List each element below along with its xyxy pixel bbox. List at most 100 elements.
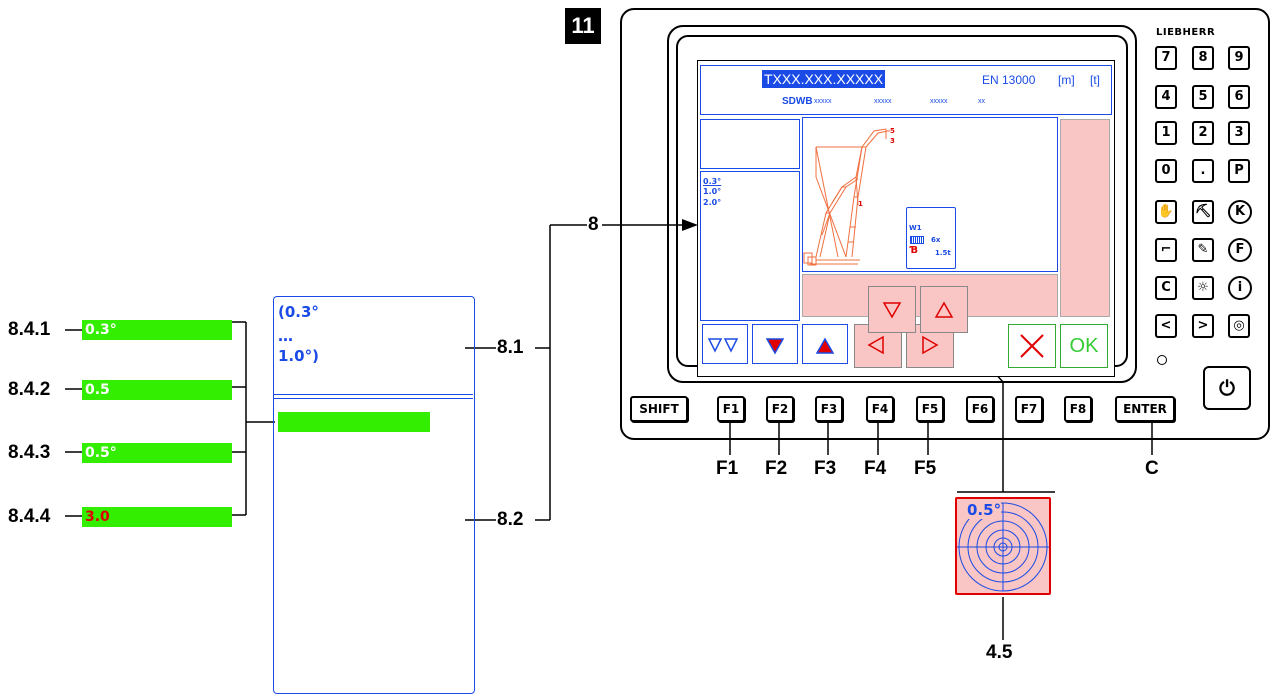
control-unit — [620, 8, 1270, 440]
hook-icon: Ɓ — [910, 245, 919, 256]
side-label-2: 8.4.2 — [8, 379, 51, 400]
screen-bezel — [667, 25, 1137, 383]
winch-reeving: 6x — [931, 236, 941, 244]
detail-line-2: … — [278, 327, 293, 345]
key-c-label: C — [1161, 280, 1171, 295]
screen-sub-value-4: xx — [978, 98, 985, 105]
key-gauge-icon[interactable]: ⌐ — [1155, 238, 1177, 262]
key-1[interactable]: 1 — [1155, 121, 1177, 145]
side-label-3: 8.4.3 — [8, 442, 51, 463]
key-k[interactable]: K — [1228, 200, 1252, 224]
detail-divider — [274, 394, 473, 395]
detail-divider-2 — [274, 398, 473, 399]
key-right-arrow-icon[interactable]: > — [1192, 314, 1214, 338]
ok-button[interactable]: OK — [1060, 324, 1108, 368]
callout-c: C — [1145, 458, 1159, 479]
close-icon — [1020, 334, 1044, 358]
figure-number: 11 — [565, 8, 601, 44]
enter-key[interactable]: ENTER — [1115, 396, 1175, 422]
key-excavator-icon[interactable]: ⛏ — [1192, 200, 1214, 224]
up-arrow-icon — [815, 337, 835, 354]
crane-marker-5: 5 — [890, 127, 895, 135]
level-indicator: 0.5° — [955, 497, 1051, 595]
key-hand-icon[interactable]: ✋ — [1155, 200, 1177, 224]
crane-view-panel — [802, 117, 1058, 272]
key-info-label: i — [1237, 280, 1243, 295]
key-5[interactable]: 5 — [1192, 85, 1214, 109]
key-p[interactable]: P — [1228, 159, 1250, 183]
side-value-3: 0.5° — [82, 443, 232, 463]
key-3[interactable]: 3 — [1228, 121, 1250, 145]
key-4[interactable]: 4 — [1155, 85, 1177, 109]
key-f-label: F — [1235, 242, 1245, 257]
f5-key[interactable]: F5 — [916, 396, 944, 422]
detail-line-3: 1.0°) — [278, 347, 319, 365]
side-value-4: 3.0 — [82, 507, 232, 527]
callout-f1: F1 — [716, 458, 739, 479]
winch-name: W1 — [909, 224, 922, 232]
crane-marker-3: 3 — [890, 137, 895, 145]
key-7[interactable]: 7 — [1155, 46, 1177, 70]
crane-drawing: 5 3 1 — [803, 127, 895, 266]
power-button[interactable]: ⏻ — [1203, 366, 1251, 410]
brand-logo: LIEBHERR — [1156, 27, 1216, 38]
key-pen-icon[interactable]: ✎ — [1192, 238, 1214, 262]
detail-green-bar — [278, 412, 430, 432]
screen-sub-value-2: xxxxx — [874, 98, 892, 105]
key-dot[interactable]: . — [1192, 159, 1214, 183]
f3-key[interactable]: F3 — [815, 396, 843, 422]
screen-sub-label: SDWB — [782, 96, 813, 107]
screen-header — [700, 65, 1112, 115]
callout-4-5: 4.5 — [986, 642, 1013, 663]
indicator-led — [1157, 355, 1167, 365]
tri-down-icon — [882, 302, 902, 319]
cancel-button[interactable] — [1008, 324, 1056, 368]
right-arrow-icon — [922, 335, 939, 355]
up-button[interactable] — [802, 324, 848, 364]
screen-left-top-panel — [700, 119, 800, 169]
key-info[interactable]: i — [1228, 276, 1252, 300]
double-down-icon — [707, 338, 739, 353]
f8-key[interactable]: F8 — [1064, 396, 1092, 422]
callout-8-2: 8.2 — [497, 509, 524, 530]
tri-down-button[interactable] — [868, 286, 916, 333]
target-icon — [957, 502, 1049, 592]
callout-f2: F2 — [765, 458, 788, 479]
double-down-button[interactable] — [702, 324, 748, 364]
key-0[interactable]: 0 — [1155, 159, 1177, 183]
side-value-1: 0.3° — [82, 320, 232, 340]
tri-up-button[interactable] — [920, 286, 968, 333]
screen-unit-weight: [t] — [1090, 73, 1101, 87]
callout-f3: F3 — [814, 458, 837, 479]
key-8[interactable]: 8 — [1192, 46, 1214, 70]
screen-sub-value-1: xxxxx — [814, 98, 832, 105]
display-screen: TXXX.XXX.XXXXX EN 13000 [m] [t] SDWB xxx… — [697, 60, 1115, 377]
down-button[interactable] — [752, 324, 798, 364]
key-circle-icon[interactable]: ◎ — [1228, 314, 1250, 338]
winch-load: 1.5t — [935, 249, 951, 257]
key-6[interactable]: 6 — [1228, 85, 1250, 109]
key-2[interactable]: 2 — [1192, 121, 1214, 145]
key-9[interactable]: 9 — [1228, 46, 1250, 70]
callout-f5: F5 — [914, 458, 937, 479]
screen-title: TXXX.XXX.XXXXX — [762, 70, 886, 88]
screen-standard: EN 13000 — [982, 73, 1036, 87]
key-compass-icon[interactable]: ☼ — [1192, 276, 1214, 300]
f2-key[interactable]: F2 — [766, 396, 794, 422]
callout-8-1: 8.1 — [497, 337, 524, 358]
side-label-4: 8.4.4 — [8, 506, 51, 527]
screen-unit-length: [m] — [1058, 73, 1075, 87]
f7-key[interactable]: F7 — [1015, 396, 1043, 422]
key-f[interactable]: F — [1228, 238, 1252, 262]
f6-key[interactable]: F6 — [966, 396, 994, 422]
shift-key[interactable]: SHIFT — [630, 396, 688, 422]
f1-key[interactable]: F1 — [717, 396, 745, 422]
f4-key[interactable]: F4 — [866, 396, 894, 422]
screen-sub-value-3: xxxxx — [930, 98, 948, 105]
ok-label: OK — [1069, 335, 1099, 357]
key-left-arrow-icon[interactable]: < — [1155, 314, 1177, 338]
callout-8: 8 — [588, 214, 599, 235]
left-arrow-icon — [867, 335, 884, 355]
key-c[interactable]: C — [1155, 276, 1177, 300]
